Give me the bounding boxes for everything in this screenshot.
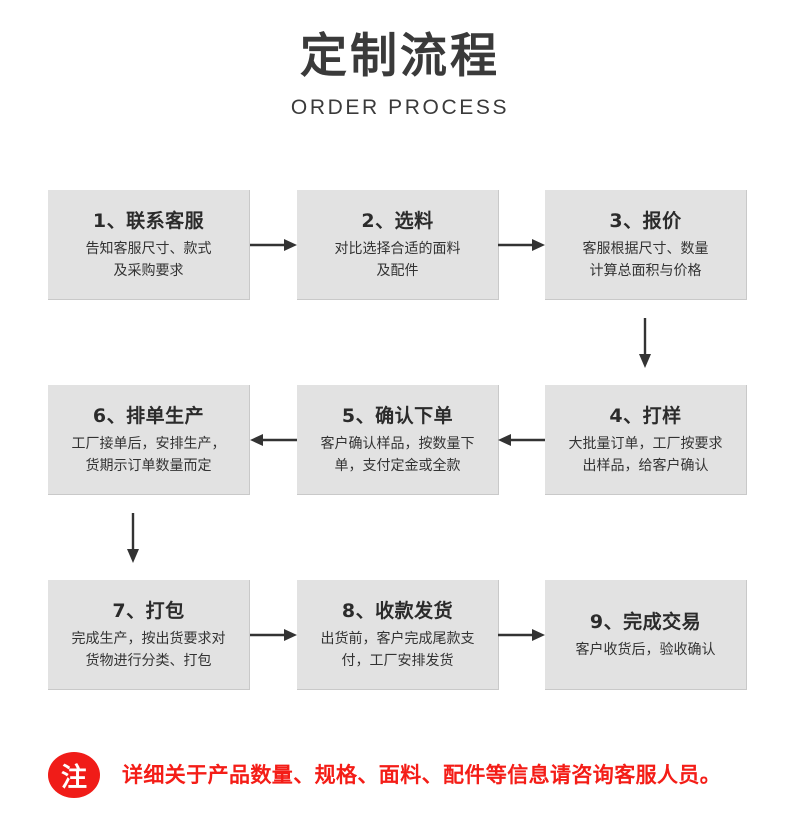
arrow-right-icon — [250, 237, 297, 253]
flow-step-card[interactable]: 1、联系客服 告知客服尺寸、款式 及采购要求 — [48, 190, 250, 300]
note-text: 详细关于产品数量、规格、面料、配件等信息请咨询客服人员。 — [122, 763, 722, 787]
arrow-right-icon — [498, 237, 545, 253]
step-description: 出货前，客户完成尾款支 付，工厂安排发货 — [320, 630, 475, 669]
arrow-left-icon — [498, 432, 545, 448]
arrow-right-icon — [250, 627, 297, 643]
note-banner: 注 详细关于产品数量、规格、面料、配件等信息请咨询客服人员。 — [48, 745, 752, 805]
flow-step-card[interactable]: 6、排单生产 工厂接单后，安排生产， 货期示订单数量而定 — [48, 385, 250, 495]
arrow-down-icon — [125, 513, 141, 563]
step-title: 2、选料 — [361, 209, 434, 232]
step-description: 完成生产，按出货要求对 货物进行分类、打包 — [71, 630, 226, 669]
step-title: 4、打样 — [609, 404, 682, 427]
step-description: 客服根据尺寸、数量 计算总面积与价格 — [582, 240, 709, 279]
arrow-right-icon — [498, 627, 545, 643]
step-title: 9、完成交易 — [589, 610, 702, 633]
step-description: 客户收货后，验收确认 — [575, 641, 716, 658]
note-badge: 注 — [48, 752, 100, 798]
arrow-down-icon — [637, 318, 653, 368]
arrow-left-icon — [250, 432, 297, 448]
step-title: 3、报价 — [609, 209, 682, 232]
flow-step-card[interactable]: 2、选料 对比选择合适的面料 及配件 — [297, 190, 499, 300]
flow-row-2: 6、排单生产 工厂接单后，安排生产， 货期示订单数量而定 5、确认下单 客户确认… — [48, 385, 748, 563]
step-title: 6、排单生产 — [92, 404, 205, 427]
page-title: 定制流程 — [300, 29, 500, 84]
step-title: 8、收款发货 — [341, 599, 454, 622]
step-description: 告知客服尺寸、款式 及采购要求 — [85, 240, 212, 279]
step-title: 7、打包 — [112, 599, 185, 622]
flow-step-card[interactable]: 5、确认下单 客户确认样品，按数量下 单，支付定金或全款 — [297, 385, 499, 495]
flow-step-card[interactable]: 7、打包 完成生产，按出货要求对 货物进行分类、打包 — [48, 580, 250, 690]
flow-step-card[interactable]: 8、收款发货 出货前，客户完成尾款支 付，工厂安排发货 — [297, 580, 499, 690]
flow-step-card[interactable]: 3、报价 客服根据尺寸、数量 计算总面积与价格 — [545, 190, 747, 300]
flow-step-card[interactable]: 9、完成交易 客户收货后，验收确认 — [545, 580, 747, 690]
order-process-flow: 1、联系客服 告知客服尺寸、款式 及采购要求 2、选料 对比选择合适的面料 及配… — [48, 190, 748, 690]
step-title: 5、确认下单 — [341, 404, 454, 427]
flow-row-3: 7、打包 完成生产，按出货要求对 货物进行分类、打包 8、收款发货 出货前，客户… — [48, 580, 748, 690]
step-title: 1、联系客服 — [92, 209, 205, 232]
step-description: 工厂接单后，安排生产， 货期示订单数量而定 — [71, 435, 226, 474]
step-description: 大批量订单，工厂按要求 出样品，给客户确认 — [568, 435, 723, 474]
flow-row-1: 1、联系客服 告知客服尺寸、款式 及采购要求 2、选料 对比选择合适的面料 及配… — [48, 190, 748, 368]
step-description: 客户确认样品，按数量下 单，支付定金或全款 — [320, 435, 475, 474]
flow-step-card[interactable]: 4、打样 大批量订单，工厂按要求 出样品，给客户确认 — [545, 385, 747, 495]
page-header: 定制流程 ORDER PROCESS — [0, 0, 800, 120]
page-subtitle: ORDER PROCESS — [290, 96, 510, 119]
step-description: 对比选择合适的面料 及配件 — [334, 240, 461, 279]
